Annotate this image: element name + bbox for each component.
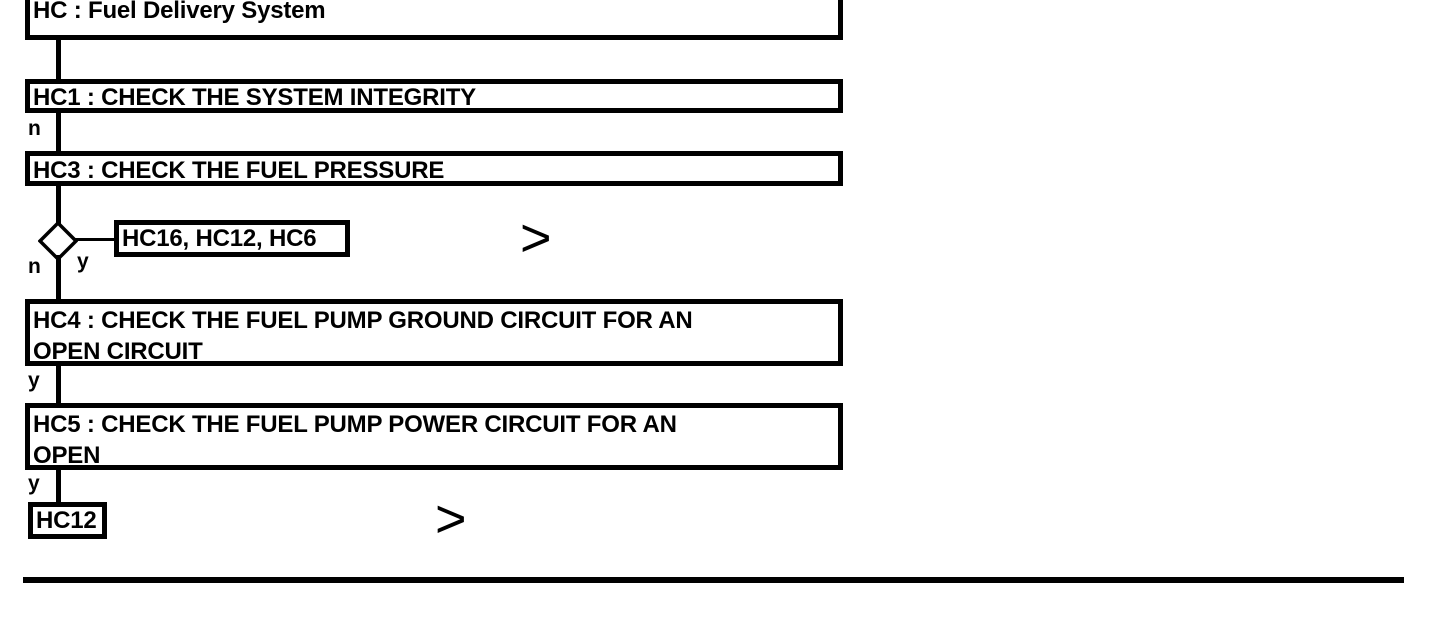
branch-label-hc5-y: y [28, 472, 40, 495]
node-hc3-label: HC3 : CHECK THE FUEL PRESSURE [33, 157, 445, 184]
branch-label-hc4-y: y [28, 369, 40, 392]
connector-hc-to-hc1 [56, 38, 61, 82]
node-hc5-label: HC5 : CHECK THE FUEL PUMP POWER CIRCUIT … [33, 411, 677, 469]
node-hc-fuel-delivery-system[interactable]: HC : Fuel Delivery System [25, 0, 843, 40]
node-ref1-label: HC16, HC12, HC6 [122, 224, 317, 252]
node-ref-hc12[interactable]: HC12 [28, 502, 107, 539]
connector-hc1-to-hc3 [56, 111, 61, 153]
node-ref2-label: HC12 [36, 506, 97, 534]
node-hc1-check-system-integrity[interactable]: HC1 : CHECK THE SYSTEM INTEGRITY [25, 79, 843, 113]
branch-label-decision-y: y [77, 250, 89, 273]
connector-decision-to-ref1 [74, 238, 118, 241]
connector-hc5-to-ref2 [56, 468, 61, 506]
connector-decision-to-hc4 [56, 255, 61, 301]
off-page-connector-1-icon: > [520, 208, 552, 268]
footer-divider [23, 577, 1404, 583]
off-page-connector-2-icon: > [435, 489, 467, 549]
branch-label-hc1-n: n [28, 117, 41, 140]
node-hc-label: HC : Fuel Delivery System [33, 0, 326, 24]
connector-hc4-to-hc5 [56, 364, 61, 406]
node-ref-hc16-hc12-hc6[interactable]: HC16, HC12, HC6 [114, 220, 350, 257]
node-hc1-label: HC1 : CHECK THE SYSTEM INTEGRITY [33, 84, 476, 111]
branch-label-decision-n: n [28, 255, 41, 278]
node-hc4-label: HC4 : CHECK THE FUEL PUMP GROUND CIRCUIT… [33, 307, 693, 365]
node-hc4-check-fuel-pump-ground-circuit[interactable]: HC4 : CHECK THE FUEL PUMP GROUND CIRCUIT… [25, 299, 843, 366]
node-hc5-check-fuel-pump-power-circuit[interactable]: HC5 : CHECK THE FUEL PUMP POWER CIRCUIT … [25, 403, 843, 470]
connector-hc3-to-decision [56, 184, 61, 224]
node-hc3-check-fuel-pressure[interactable]: HC3 : CHECK THE FUEL PRESSURE [25, 151, 843, 186]
